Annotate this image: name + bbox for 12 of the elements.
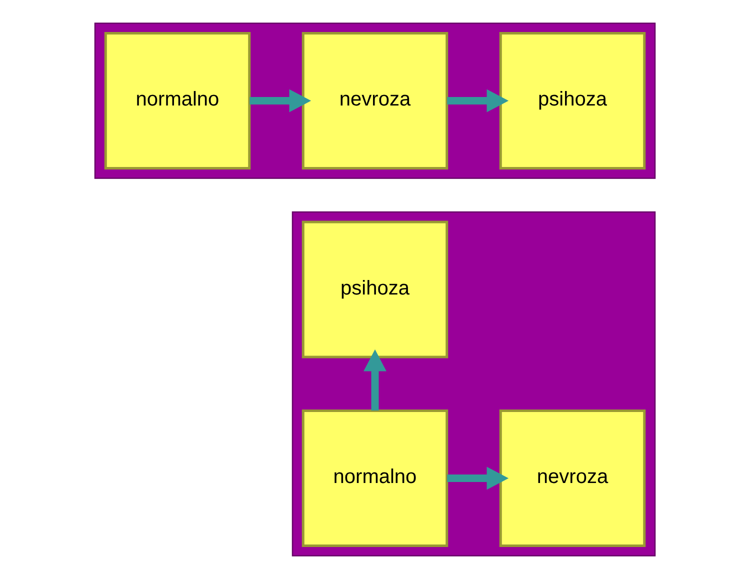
node-box: normalno	[302, 410, 448, 547]
cluster	[292, 211, 656, 556]
cluster	[94, 22, 656, 179]
node-box: nevroza	[302, 32, 448, 170]
arrow	[447, 89, 509, 112]
arrow	[250, 89, 312, 112]
arrow	[447, 466, 509, 490]
node-box: psihoza	[302, 220, 448, 358]
node-box: normalno	[104, 32, 251, 170]
arrow	[364, 349, 386, 410]
node-box: psihoza	[499, 32, 646, 170]
node-box: nevroza	[499, 410, 646, 547]
